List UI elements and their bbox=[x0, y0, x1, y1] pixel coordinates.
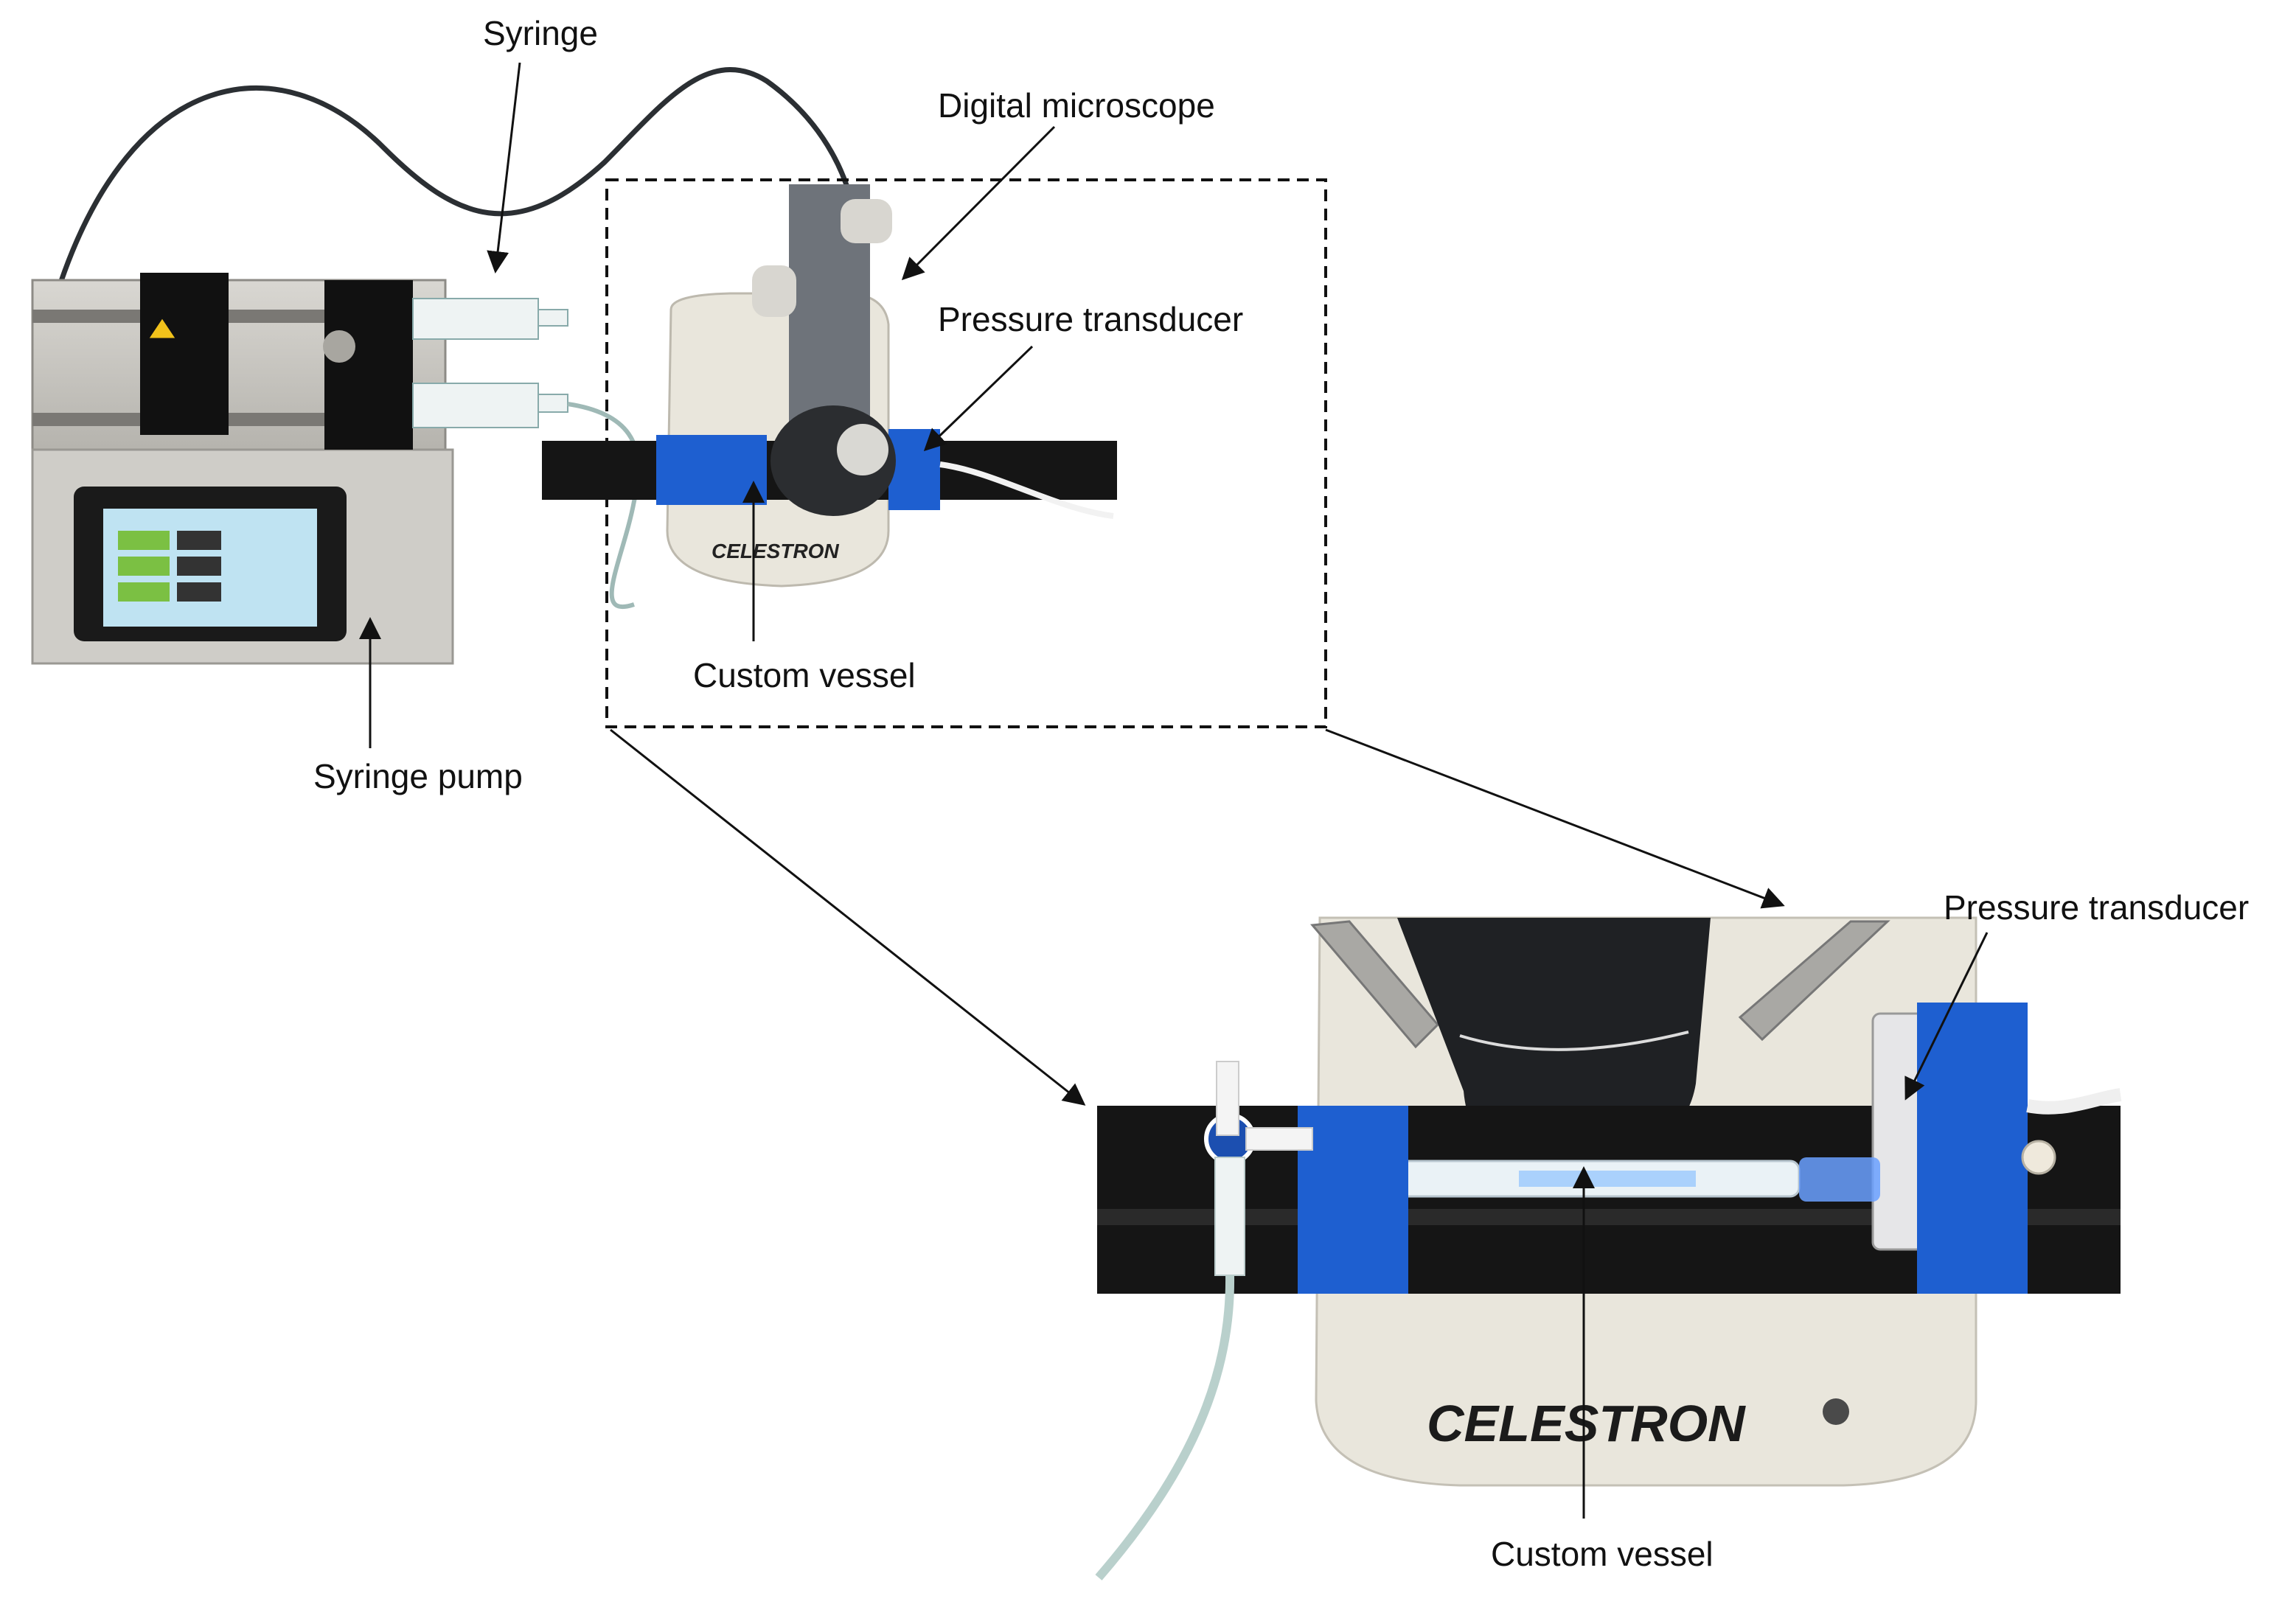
tubing bbox=[567, 402, 641, 610]
label-custom-vessel-top: Custom vessel bbox=[693, 656, 916, 694]
blue-tape-right bbox=[1917, 1003, 2028, 1294]
arrow-syringe bbox=[487, 62, 521, 273]
syringe-upper bbox=[412, 298, 539, 340]
arrow-zoom-right bbox=[1325, 728, 1785, 909]
syringe-lower bbox=[412, 383, 539, 428]
blue-tape-left bbox=[1298, 1106, 1408, 1294]
celestron-logo-small: CELESTRON bbox=[712, 540, 839, 562]
label-syringe-pump: Syringe pump bbox=[313, 757, 523, 795]
celestron-logo-zoom: CELESTRON bbox=[1427, 1395, 1746, 1452]
label-pressure-transducer-zoom: Pressure transducer bbox=[1944, 888, 2250, 927]
microscope-cable bbox=[56, 67, 858, 289]
label-syringe: Syringe bbox=[483, 14, 598, 52]
syringe-pump-photo bbox=[31, 67, 858, 665]
microscope-photo-zoom: CELESTRON bbox=[1095, 916, 2122, 1580]
arrow-pressure-transducer-top bbox=[923, 345, 1034, 452]
annotation-arrows bbox=[359, 62, 1989, 1519]
label-digital-microscope: Digital microscope bbox=[938, 86, 1215, 125]
microscope-photo-small: CELESTRON bbox=[542, 184, 1117, 588]
arrow-zoom-left bbox=[610, 728, 1086, 1106]
arrow-digital-microscope bbox=[901, 125, 1056, 281]
label-custom-vessel-zoom: Custom vessel bbox=[1491, 1535, 1714, 1573]
label-pressure-transducer-top: Pressure transducer bbox=[938, 300, 1244, 338]
arrow-pressure-transducer-zoom bbox=[1904, 932, 1989, 1101]
